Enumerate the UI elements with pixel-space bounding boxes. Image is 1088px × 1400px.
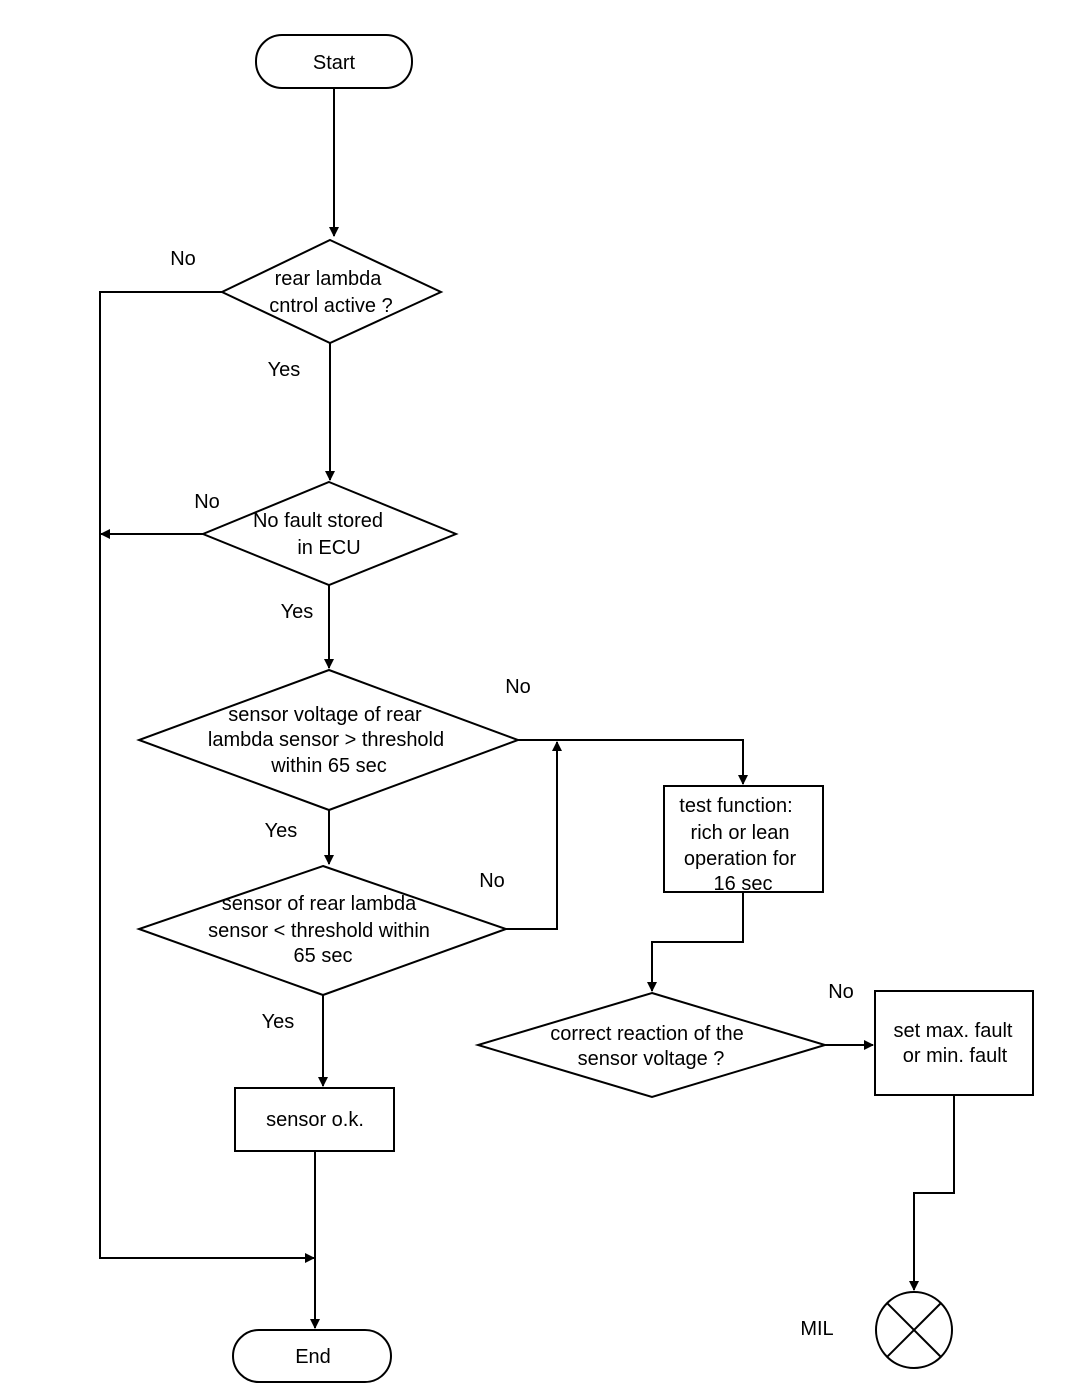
decision-no-fault-stored [200, 480, 459, 587]
test-line-4: 16 sec [714, 873, 773, 895]
decision-1-line-1: rear lambda [275, 268, 383, 290]
label-no-d3: No [505, 676, 531, 698]
end-terminal [232, 1329, 392, 1383]
test-line-2: rich or lean [691, 822, 790, 844]
label-yes-d1: Yes [268, 359, 301, 381]
decision-4-line-3: 65 sec [294, 945, 353, 967]
mil-label: MIL [800, 1318, 833, 1340]
label-no-d5: No [828, 981, 854, 1003]
connector-d4-no-loop [506, 741, 562, 930]
decision-4-line-1: sensor of rear lambda [222, 893, 417, 915]
decision-3-line-3: within 65 sec [270, 755, 387, 777]
start-terminal [255, 34, 413, 89]
decision-2-line-2: in ECU [297, 537, 360, 559]
decision-1-line-2: cntrol active ? [269, 295, 392, 317]
decision-5-line-2: sensor voltage ? [578, 1048, 725, 1070]
start-label: Start [313, 52, 356, 74]
decision-voltage-above-threshold [136, 668, 521, 812]
decision-4-line-2: sensor < threshold within [208, 920, 430, 942]
connectors [99, 88, 955, 1329]
process-sensor-ok [234, 1087, 395, 1152]
fault-line-2: or min. fault [903, 1045, 1008, 1067]
decision-rear-lambda-control [219, 238, 444, 345]
label-no-d1: No [170, 248, 196, 270]
fault-line-1: set max. fault [894, 1020, 1013, 1042]
decision-5-line-1: correct reaction of the [550, 1023, 743, 1045]
process-test-function [663, 785, 824, 893]
connector-test-to-d5 [647, 892, 744, 992]
label-no-d2: No [194, 491, 220, 513]
label-yes-d2: Yes [281, 601, 314, 623]
process-set-fault [874, 990, 1034, 1096]
label-yes-d4: Yes [262, 1011, 295, 1033]
decision-3-line-1: sensor voltage of rear [228, 704, 422, 726]
process-sensor-ok-label: sensor o.k. [266, 1109, 364, 1131]
test-line-1: test function: [679, 795, 792, 817]
label-yes-d3: Yes [265, 820, 298, 842]
label-no-d4: No [479, 870, 505, 892]
test-line-3: operation for [684, 848, 797, 870]
decision-3-line-2: lambda sensor > threshold [208, 729, 444, 751]
end-label: End [295, 1346, 331, 1368]
decision-correct-reaction [474, 991, 829, 1099]
mil-lamp-icon [875, 1291, 953, 1369]
decision-sensor-below-threshold [135, 864, 510, 997]
connector-d3-no-to-test [518, 739, 748, 785]
connector-d1-no-to-end [99, 291, 315, 1263]
decision-2-line-1: No fault stored [253, 510, 383, 532]
connector-fault-to-mil [909, 1095, 955, 1291]
